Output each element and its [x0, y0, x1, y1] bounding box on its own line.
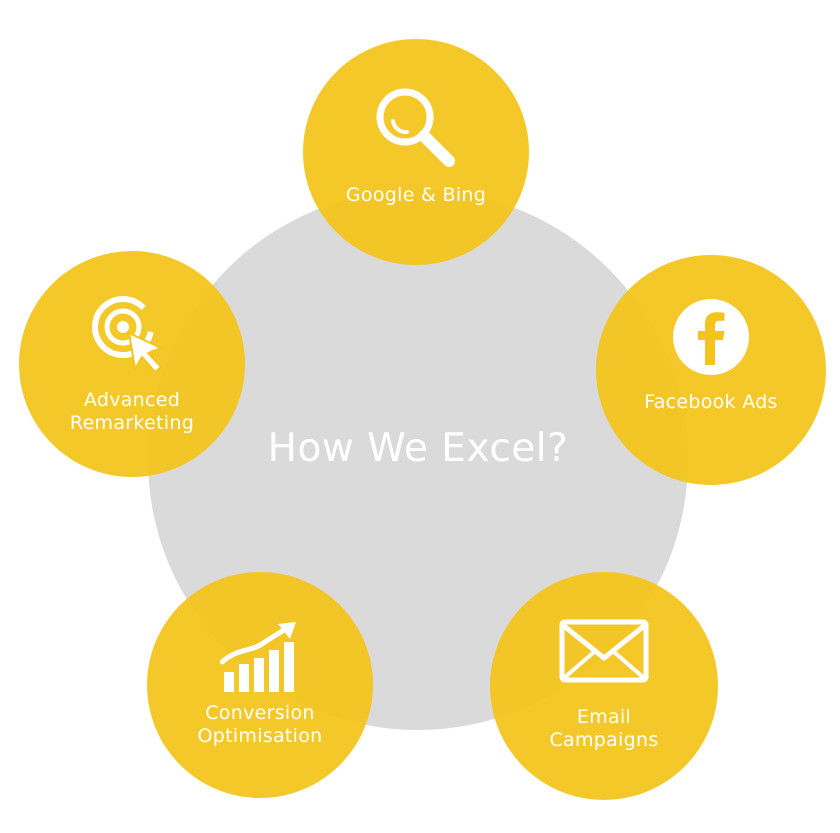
node-label: Conversion Optimisation	[147, 702, 373, 748]
node-label-line: Advanced	[83, 389, 181, 411]
facebook-icon	[673, 299, 749, 379]
node-label-line: Google & Bing	[345, 184, 487, 206]
node-label: Facebook Ads	[596, 391, 826, 414]
center-title: How We Excel?	[267, 426, 569, 471]
node-label: Google & Bing	[303, 184, 529, 207]
node-email-campaigns: Email Campaigns	[490, 572, 718, 800]
node-conversion-optimisation: Conversion Optimisation	[147, 572, 373, 798]
node-advanced-remarketing: Advanced Remarketing	[19, 251, 245, 477]
node-label-line: Optimisation	[197, 725, 323, 747]
node-label: Advanced Remarketing	[19, 389, 245, 435]
envelope-icon	[558, 618, 650, 688]
growth-chart-icon	[219, 622, 300, 698]
node-label-line: Campaigns	[549, 729, 659, 751]
target-cursor-icon	[89, 293, 175, 383]
node-label-line: Email	[576, 706, 632, 728]
node-label-line: Remarketing	[69, 412, 195, 434]
node-google-bing: Google & Bing	[303, 39, 529, 265]
node-label-line: Conversion	[205, 702, 315, 724]
node-label: Email Campaigns	[490, 706, 718, 752]
node-label-line: Facebook Ads	[644, 391, 778, 413]
search-icon	[371, 85, 461, 175]
node-facebook-ads: Facebook Ads	[596, 255, 826, 485]
